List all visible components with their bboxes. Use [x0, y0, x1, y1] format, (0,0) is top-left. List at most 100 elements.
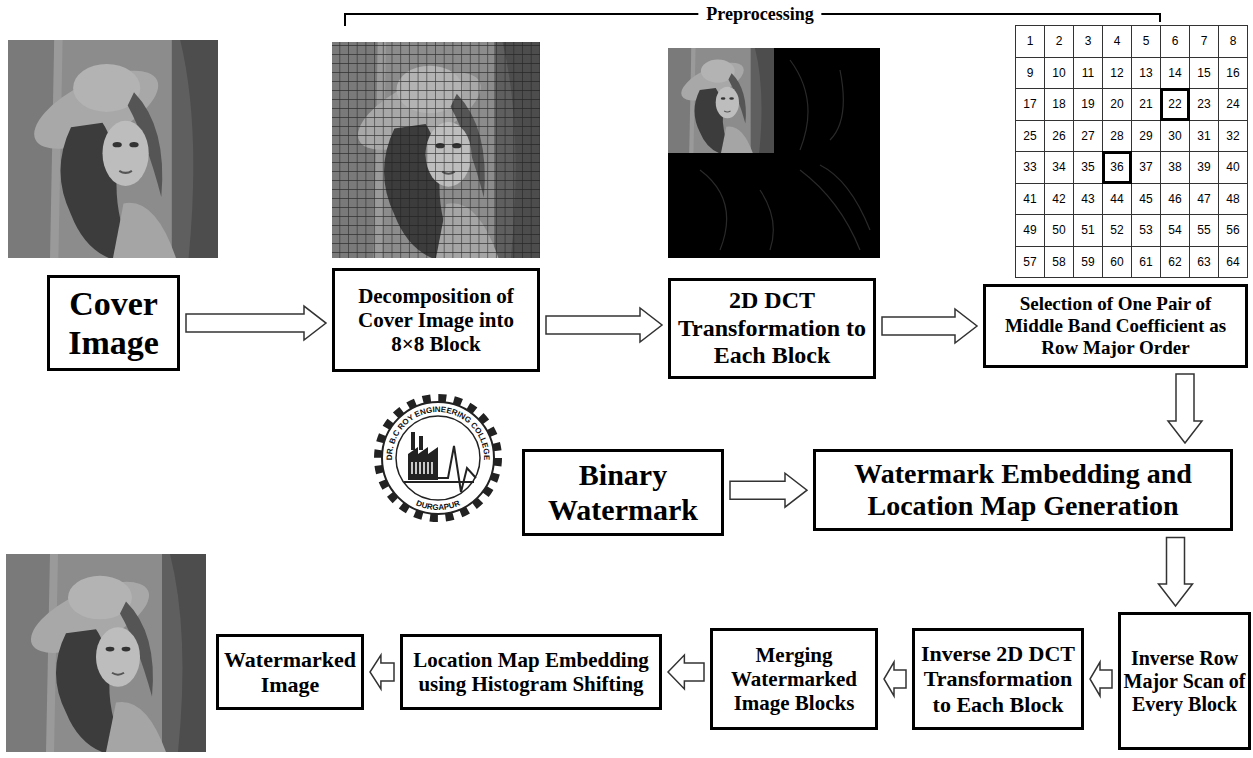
- table-cell: 45: [1131, 183, 1161, 216]
- table-cell: 27: [1073, 120, 1103, 153]
- block-arrow: [370, 655, 394, 689]
- node-text: Inverse 2D DCT Transformation to Each Bl…: [919, 641, 1077, 717]
- table-cell: 42: [1044, 183, 1074, 216]
- table-cell: 33: [1015, 151, 1045, 184]
- table-cell: 16: [1218, 57, 1248, 90]
- node-text: Location Map Embedding using Histogram S…: [407, 648, 655, 696]
- table-cell: 62: [1160, 246, 1190, 279]
- node-text: Watermark Embedding and Location Map Gen…: [820, 458, 1226, 522]
- bracket-label: Preprocessing: [698, 4, 821, 24]
- table-cell: 29: [1131, 120, 1161, 153]
- process-box: 2D DCT Transformation to Each Block: [668, 278, 876, 379]
- table-cell: 55: [1189, 214, 1219, 247]
- table-cell: 37: [1131, 151, 1161, 184]
- table-cell: 3: [1073, 25, 1103, 58]
- node-text: Merging Watermarked Image Blocks: [717, 643, 871, 715]
- node-text: Decomposition of Cover Image into 8×8 Bl…: [339, 284, 533, 356]
- table-cell: 12: [1102, 57, 1132, 90]
- table-cell: 19: [1073, 88, 1103, 121]
- node-text: Inverse Row Major Scan of Every Block: [1123, 647, 1246, 716]
- table-cell: 18: [1044, 88, 1074, 121]
- table-cell: 20: [1102, 88, 1132, 121]
- table-cell: 24: [1218, 88, 1248, 121]
- table-cell: 31: [1189, 120, 1219, 153]
- table-cell: 35: [1073, 151, 1103, 184]
- table-cell: 13: [1131, 57, 1161, 90]
- process-box: Merging Watermarked Image Blocks: [710, 628, 878, 730]
- table-cell: 49: [1015, 214, 1045, 247]
- table-cell: 39: [1189, 151, 1219, 184]
- input-box: Cover Image: [47, 275, 180, 371]
- table-cell: 47: [1189, 183, 1219, 216]
- college-logo: DR. B.C ROY ENGINEERING COLLEGE DURGAPUR: [378, 398, 498, 518]
- table-cell: 5: [1131, 25, 1161, 58]
- table-cell: 8: [1218, 25, 1248, 58]
- process-box: Inverse Row Major Scan of Every Block: [1118, 612, 1251, 750]
- dct-image: [668, 48, 880, 258]
- table-cell: 63: [1189, 246, 1219, 279]
- table-cell: 56: [1218, 214, 1248, 247]
- node-text: Watermarked Image: [223, 647, 357, 698]
- table-cell: 22: [1160, 88, 1190, 121]
- table-cell: 2: [1044, 25, 1074, 58]
- table-cell: 51: [1073, 214, 1103, 247]
- table-cell: 32: [1218, 120, 1248, 153]
- table-cell: 40: [1218, 151, 1248, 184]
- table-cell: 26: [1044, 120, 1074, 153]
- table-cell: 9: [1015, 57, 1045, 90]
- block-arrow: [546, 308, 662, 342]
- block-arrow: [1090, 662, 1112, 696]
- process-box: Decomposition of Cover Image into 8×8 Bl…: [332, 268, 540, 372]
- table-cell: 23: [1189, 88, 1219, 121]
- table-cell: 15: [1189, 57, 1219, 90]
- table-cell: 17: [1015, 88, 1045, 121]
- table-cell: 38: [1160, 151, 1190, 184]
- process-box: Location Map Embedding using Histogram S…: [400, 634, 662, 710]
- block-arrow: [1168, 374, 1202, 443]
- table-cell: 54: [1160, 214, 1190, 247]
- table-cell: 52: [1102, 214, 1132, 247]
- table-cell: 53: [1131, 214, 1161, 247]
- block-arrow: [668, 655, 704, 689]
- process-box: Inverse 2D DCT Transformation to Each Bl…: [912, 628, 1084, 730]
- table-cell: 43: [1073, 183, 1103, 216]
- cover-image: [8, 40, 218, 258]
- table-cell: 25: [1015, 120, 1045, 153]
- table-cell: 59: [1073, 246, 1103, 279]
- table-cell: 46: [1160, 183, 1190, 216]
- process-box: Selection of One Pair of Middle Band Coe…: [983, 284, 1248, 368]
- node-text: Binary Watermark: [529, 458, 717, 527]
- table-cell: 41: [1015, 183, 1045, 216]
- table-cell: 30: [1160, 120, 1190, 153]
- table-cell: 60: [1102, 246, 1132, 279]
- table-cell: 1: [1015, 25, 1045, 58]
- node-text: 2D DCT Transformation to Each Block: [675, 287, 869, 370]
- node-text: Cover Image: [54, 284, 173, 362]
- watermarked-image: [6, 554, 206, 752]
- table-cell: 4: [1102, 25, 1132, 58]
- table-cell: 50: [1044, 214, 1074, 247]
- table-cell: 11: [1073, 57, 1103, 90]
- table-cell: 44: [1102, 183, 1132, 216]
- table-cell: 36: [1102, 151, 1132, 184]
- logo-text: DURGAPUR: [415, 498, 462, 512]
- logo-text: DR. B.C ROY ENGINEERING COLLEGE: [385, 405, 491, 461]
- table-cell: 61: [1131, 246, 1161, 279]
- table-cell: 14: [1160, 57, 1190, 90]
- output-box: Watermarked Image: [216, 634, 364, 710]
- table-cell: 10: [1044, 57, 1074, 90]
- block-image: [332, 42, 540, 258]
- input-box: Binary Watermark: [522, 449, 724, 536]
- block-arrow: [186, 306, 326, 340]
- table-cell: 48: [1218, 183, 1248, 216]
- node-text: Selection of One Pair of Middle Band Coe…: [990, 293, 1241, 359]
- table-cell: 34: [1044, 151, 1074, 184]
- block-arrow: [882, 309, 977, 343]
- table-cell: 21: [1131, 88, 1161, 121]
- block-arrow: [730, 473, 807, 507]
- table-cell: 6: [1160, 25, 1190, 58]
- table-cell: 28: [1102, 120, 1132, 153]
- process-box: Watermark Embedding and Location Map Gen…: [813, 449, 1233, 531]
- block-arrow: [884, 662, 906, 696]
